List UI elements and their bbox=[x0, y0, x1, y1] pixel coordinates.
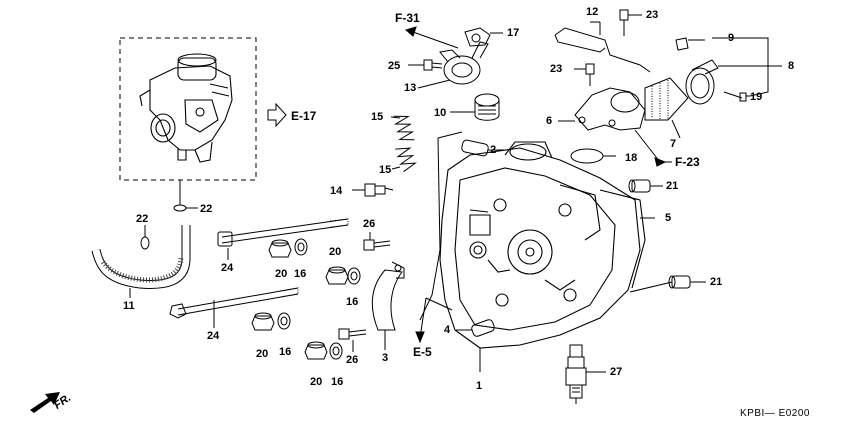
dowel-pin-21-upper bbox=[628, 179, 663, 193]
callout-27: 27 bbox=[610, 366, 623, 378]
bolt-23-lower bbox=[574, 63, 595, 86]
callout-20-b: 20 bbox=[329, 246, 342, 258]
callout-18: 18 bbox=[625, 152, 638, 164]
callout-13: 13 bbox=[404, 82, 417, 94]
callout-9: 9 bbox=[728, 32, 735, 44]
callout-7: 7 bbox=[670, 138, 677, 150]
stud-bolt-upper bbox=[217, 218, 349, 260]
callout-16-c: 16 bbox=[279, 346, 292, 358]
nut-washer-set bbox=[251, 238, 361, 360]
callout-12: 12 bbox=[586, 6, 599, 18]
reference-e5[interactable]: E-5 bbox=[413, 345, 432, 359]
callout-14: 14 bbox=[330, 185, 343, 197]
dowel-part-2 bbox=[461, 139, 504, 157]
callout-1: 1 bbox=[476, 380, 483, 392]
spark-plug-part-27 bbox=[565, 344, 606, 404]
reference-e17[interactable]: E-17 bbox=[291, 109, 317, 123]
callout-2: 2 bbox=[490, 144, 497, 156]
hose-part-11 bbox=[91, 225, 191, 298]
clamp-part-8 bbox=[685, 59, 765, 105]
sensor-part-17 bbox=[464, 27, 503, 47]
screw-part-19 bbox=[723, 91, 750, 102]
callout-23-lower: 23 bbox=[550, 63, 563, 75]
callout-22-right: 22 bbox=[200, 203, 213, 215]
callout-3: 3 bbox=[382, 352, 389, 364]
insulator-part-6 bbox=[558, 87, 672, 167]
callout-26-upper: 26 bbox=[363, 218, 376, 230]
callout-25: 25 bbox=[388, 60, 401, 72]
carburetor-inset-box bbox=[119, 37, 257, 181]
diagram-code: KPBI— E0200 bbox=[740, 408, 810, 419]
callout-24-lower: 24 bbox=[207, 330, 220, 342]
callout-21-upper: 21 bbox=[666, 180, 679, 192]
callout-10: 10 bbox=[434, 107, 447, 119]
callout-26-lower: 26 bbox=[346, 354, 359, 366]
callout-6: 6 bbox=[546, 115, 553, 127]
clip-part-9 bbox=[675, 37, 705, 51]
callout-11: 11 bbox=[123, 300, 135, 312]
callout-4: 4 bbox=[444, 324, 451, 336]
callout-16-b: 16 bbox=[346, 296, 359, 308]
reference-f31[interactable]: F-31 bbox=[395, 11, 420, 25]
callout-20-c: 20 bbox=[256, 348, 269, 360]
callout-21-lower: 21 bbox=[710, 276, 723, 288]
callout-24-upper: 24 bbox=[221, 262, 234, 274]
e17-arrow bbox=[267, 102, 287, 128]
sensor-part-14 bbox=[352, 183, 394, 197]
thermostat-cover-part-13 bbox=[417, 41, 489, 89]
callout-16-d: 16 bbox=[331, 376, 344, 388]
dowel-pin-21-lower bbox=[629, 275, 706, 293]
callout-5: 5 bbox=[665, 212, 672, 224]
carburetor-drawing bbox=[139, 53, 233, 163]
callout-8: 8 bbox=[788, 60, 795, 72]
bolt-26-upper bbox=[363, 232, 391, 251]
spring-part-15-lower bbox=[391, 147, 418, 173]
dowel-part-4 bbox=[456, 319, 495, 337]
callout-19: 19 bbox=[750, 91, 763, 103]
tube-part-7 bbox=[644, 77, 689, 139]
callout-17: 17 bbox=[507, 27, 520, 39]
callout-16-a: 16 bbox=[294, 268, 307, 280]
bolt-part-25 bbox=[408, 59, 443, 71]
callout-20-a: 20 bbox=[275, 268, 288, 280]
callout-20-d: 20 bbox=[310, 376, 323, 388]
cam-chain-guide-part-3 bbox=[371, 261, 405, 350]
callout-15-upper: 15 bbox=[371, 111, 384, 123]
front-direction-arrow bbox=[30, 392, 60, 413]
bolt-26-lower bbox=[338, 328, 367, 352]
callout-15-lower: 15 bbox=[379, 164, 392, 176]
thermostat-part-10 bbox=[450, 93, 500, 121]
bolt-23-upper bbox=[619, 9, 642, 36]
callout-23-upper: 23 bbox=[646, 9, 659, 21]
bracket-part-12 bbox=[554, 21, 651, 73]
reference-f23[interactable]: F-23 bbox=[675, 155, 700, 169]
spring-part-15-upper bbox=[390, 115, 415, 141]
stud-bolt-lower bbox=[169, 287, 299, 328]
cylinder-head-part-1 bbox=[439, 141, 646, 349]
o-ring-part-18 bbox=[570, 148, 604, 164]
callout-22-left: 22 bbox=[136, 213, 149, 225]
